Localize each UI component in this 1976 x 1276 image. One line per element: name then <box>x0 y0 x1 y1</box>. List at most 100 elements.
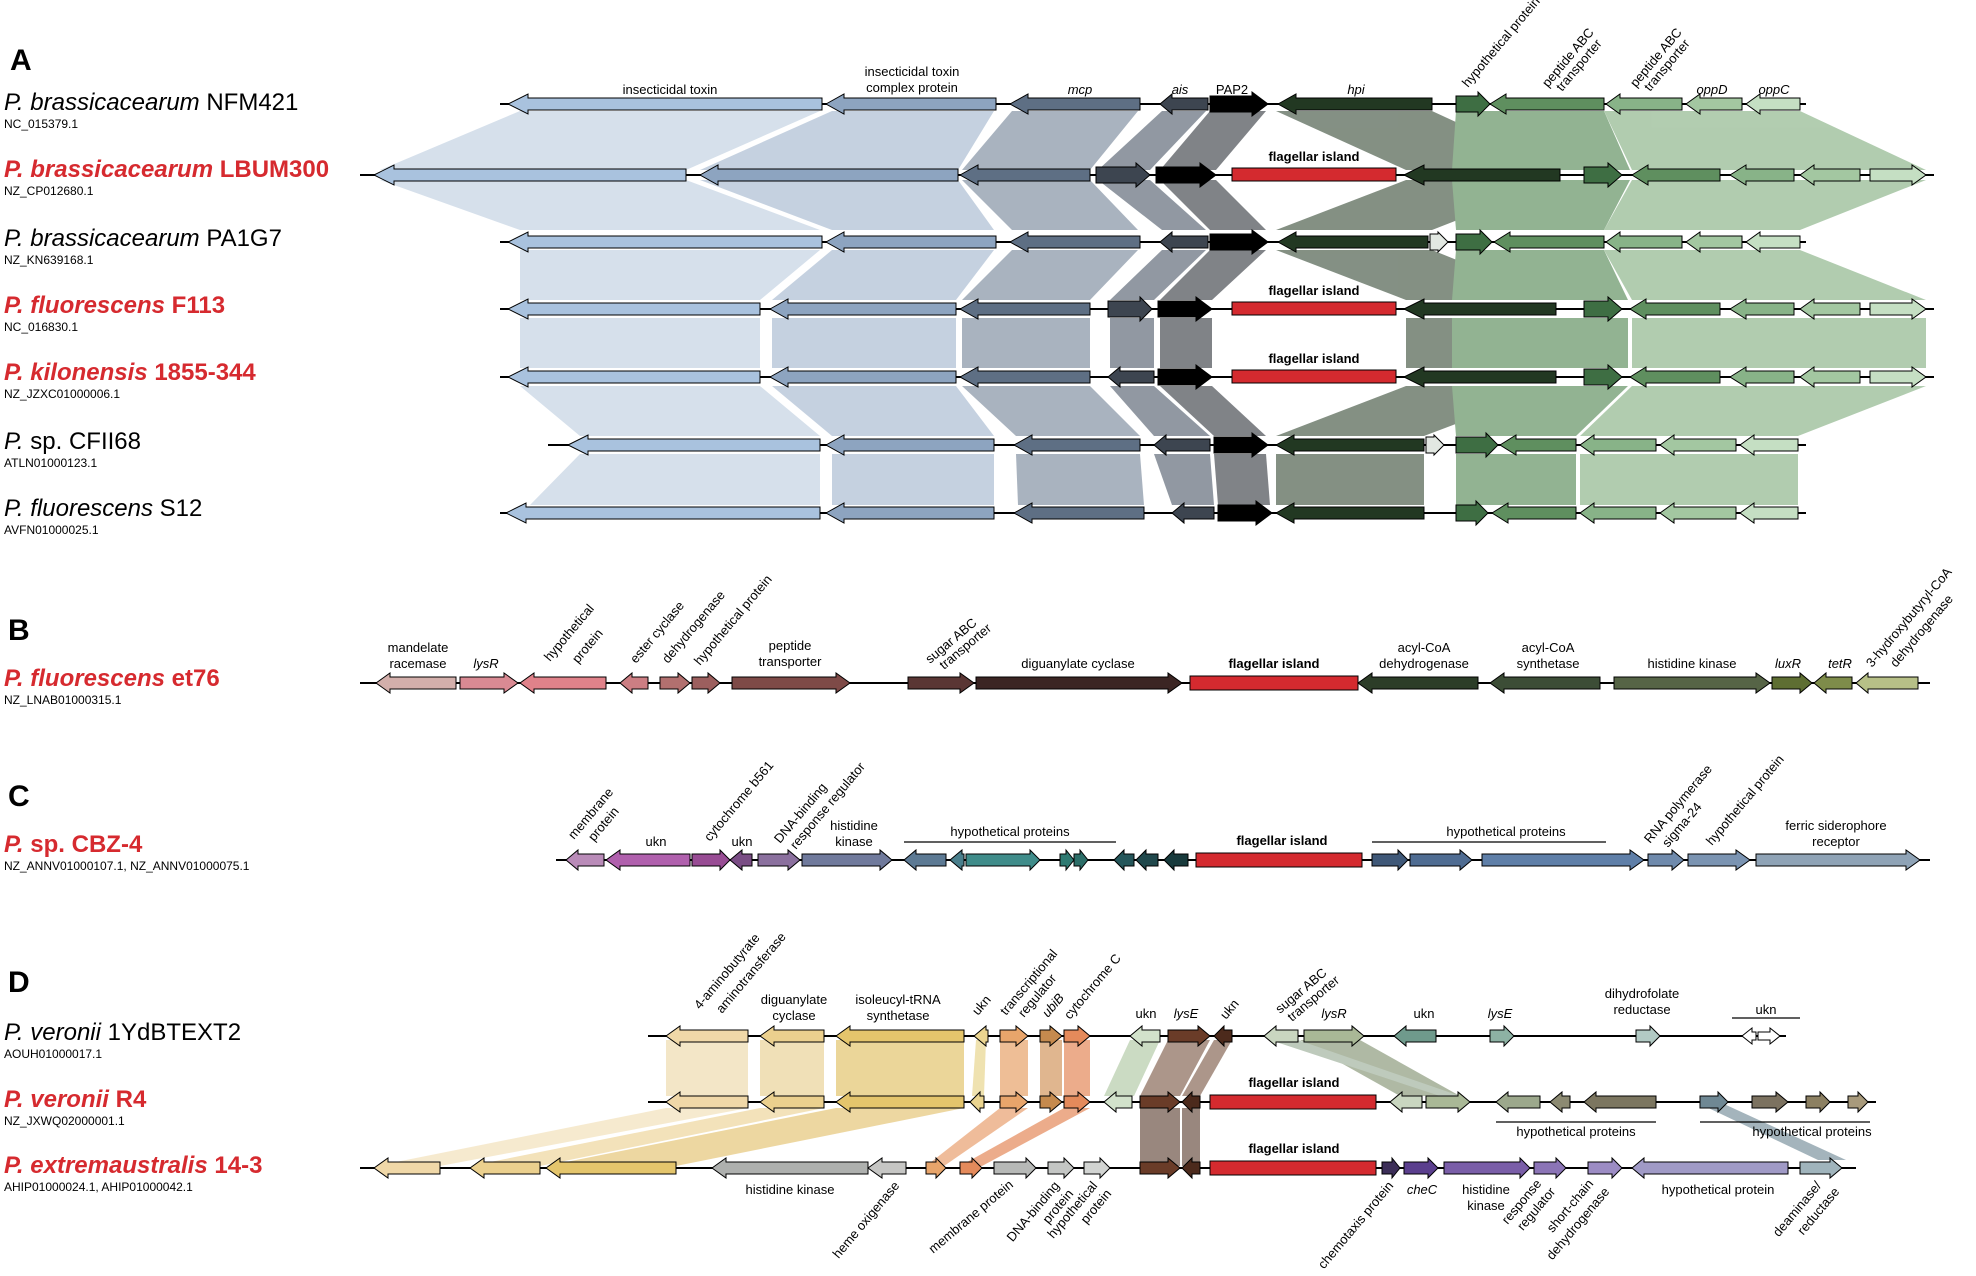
gene-arrow <box>459 672 519 694</box>
gene-arrow <box>469 1157 541 1179</box>
gene-arrow <box>545 1157 677 1179</box>
gene-arrow <box>1741 1026 1757 1046</box>
flagellar-label: flagellar island <box>1268 283 1359 298</box>
gene-arrow <box>659 671 691 695</box>
gene-arrow <box>1425 433 1445 457</box>
gene-label: complex protein <box>866 80 958 95</box>
homology-band <box>1140 1108 1180 1166</box>
gene-arrow <box>1008 93 1141 115</box>
gene-arrow <box>975 672 1183 694</box>
homology-band <box>1452 111 1630 170</box>
homology-band <box>1110 250 1206 300</box>
gene-arrow <box>1583 363 1623 391</box>
gene-arrow <box>1129 1024 1161 1048</box>
strain-label: P. fluorescens et76 NZ_LNAB01000315.1 <box>4 665 220 707</box>
gene-arrow <box>1745 93 1801 115</box>
homology-band <box>1604 111 1926 170</box>
gene-labels: membrane protein ukn cytochrome b561 ukn… <box>565 752 1887 852</box>
gene-arrow <box>1063 1024 1091 1048</box>
gene-arrow <box>1481 849 1645 871</box>
strain-label: P. brassicacearum NFM421 NC_015379.1 <box>4 89 298 131</box>
gene-arrow <box>949 848 965 872</box>
gene-arrow <box>1455 431 1499 459</box>
homology-band <box>1300 1040 1460 1096</box>
gene-label: hypothetical protein <box>1703 752 1787 848</box>
homology-band <box>1160 250 1266 300</box>
gene-arrow <box>1647 848 1685 872</box>
gene-arrow <box>1063 1090 1091 1114</box>
svg-text:NZ_KN639168.1: NZ_KN639168.1 <box>4 253 94 267</box>
flagellar-island <box>1195 852 1363 868</box>
gene-arrow <box>506 366 761 388</box>
gene-arrow <box>1579 502 1657 524</box>
gene-arrow <box>958 164 1091 186</box>
homology-band <box>1110 318 1154 368</box>
svg-text:P. sp. CFII68: P. sp. CFII68 <box>4 428 141 455</box>
gene-arrow <box>698 164 959 186</box>
gene-arrow <box>1213 1024 1233 1048</box>
gene-arrow <box>1083 1156 1111 1180</box>
homology-band <box>470 1108 824 1166</box>
gene-label: insecticidal toxin <box>623 82 718 97</box>
svg-text:NC_015379.1: NC_015379.1 <box>4 117 78 131</box>
gene-label: hypothetical proteins <box>950 824 1070 839</box>
gene-arrow <box>1659 434 1737 456</box>
gene-label: ferric siderophore <box>1785 818 1886 833</box>
gene-arrow <box>1163 848 1189 872</box>
flagellar-label: flagellar island <box>1268 351 1359 366</box>
gene-label: insecticidal toxin <box>865 64 960 79</box>
gene-label: ukn <box>1217 996 1242 1022</box>
gene-arrow <box>1039 1024 1063 1048</box>
gene-label: cheC <box>1407 1182 1438 1197</box>
gene-arrow <box>1389 1090 1423 1114</box>
gene-label: peptide <box>769 638 812 653</box>
homology-band <box>1182 1040 1232 1096</box>
gene-label: hypothetical protein <box>1662 1182 1775 1197</box>
gene-arrow <box>731 672 851 694</box>
panel-label-d: D <box>8 966 30 999</box>
homology-band <box>1160 111 1266 170</box>
gene-arrow <box>1685 231 1743 253</box>
gene-arrow <box>1371 848 1409 872</box>
gene-arrow <box>1403 1156 1439 1180</box>
panel-label-c: C <box>8 780 30 813</box>
gene-row <box>375 671 1919 695</box>
gene-label: cytochrome b561 <box>701 758 777 844</box>
homology-band <box>1604 180 1926 230</box>
gene-label: histidine kinase <box>1648 656 1737 671</box>
gene-label: hypothetical protein <box>1459 0 1543 90</box>
gene-arrow <box>1799 164 1861 186</box>
homology-band <box>1580 454 1798 505</box>
gene-arrow <box>1533 1156 1567 1180</box>
gene-arrow <box>1274 502 1425 524</box>
gene-label: histidine <box>830 818 878 833</box>
gene-arrow <box>1631 1156 1789 1180</box>
strain-label: P. veronii R4 NZ_JXWQ02000001.1 <box>4 1086 147 1128</box>
gene-arrow <box>1751 1090 1789 1114</box>
gene-arrow <box>1159 230 1209 254</box>
gene-arrow <box>1073 848 1089 872</box>
gene-arrow <box>1059 848 1075 872</box>
gene-row <box>665 1090 1869 1114</box>
gene-label: racemase <box>389 656 446 671</box>
gene-label: diguanylate cyclase <box>1021 656 1134 671</box>
flagellar-label: flagellar island <box>1228 656 1319 671</box>
homology-band <box>1452 318 1628 368</box>
gene-arrow <box>1699 1090 1729 1114</box>
homology-band <box>836 1040 964 1096</box>
strain-label: P. sp. CFII68 ATLN01000123.1 <box>4 428 141 470</box>
gene-arrow <box>1039 1090 1063 1114</box>
gene-arrow <box>665 1091 749 1113</box>
homology-band <box>962 250 1138 300</box>
homology-band <box>962 180 1138 230</box>
gene-arrow <box>1805 1090 1831 1114</box>
panel-label-a: A <box>10 44 32 77</box>
svg-text:P. fluorescens F113: P. fluorescens F113 <box>4 292 225 319</box>
gene-arrow <box>1217 500 1273 526</box>
svg-text:P. veronii R4: P. veronii R4 <box>4 1086 147 1113</box>
gene-label: mandelate <box>388 640 449 655</box>
gene-arrow <box>1745 231 1801 253</box>
gene-arrow <box>566 434 821 456</box>
gene-arrow <box>1687 849 1751 871</box>
